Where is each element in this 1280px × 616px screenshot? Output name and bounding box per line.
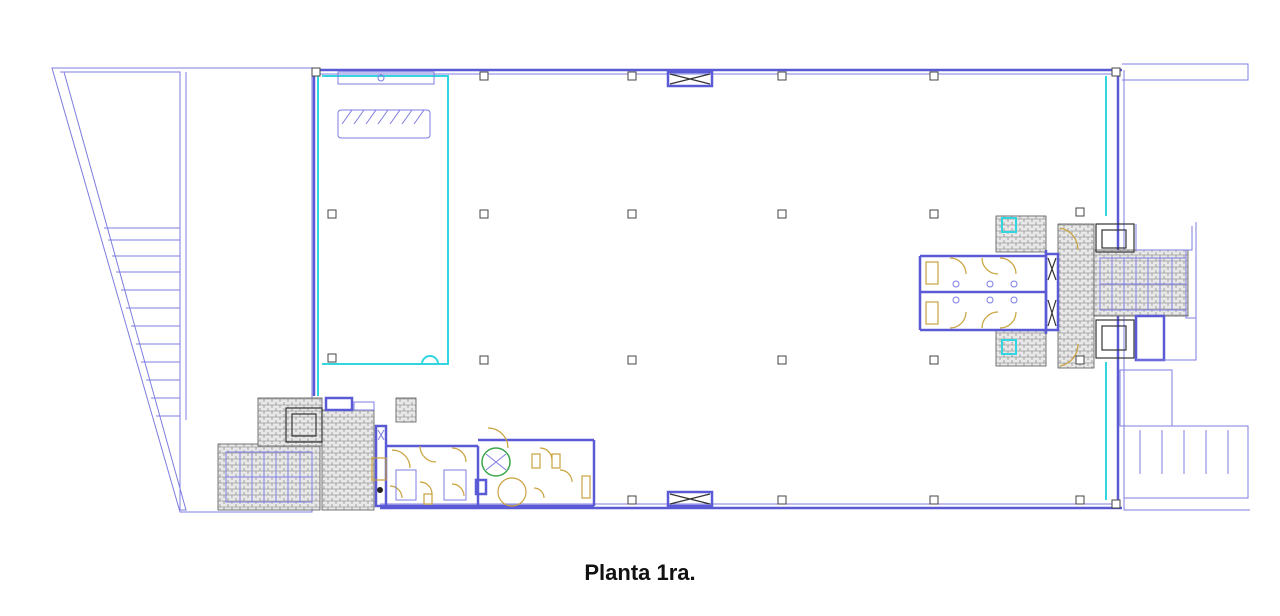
left-ramp-area (51, 67, 313, 513)
column-grid (327, 71, 1085, 505)
plan-caption: Planta 1ra. (584, 560, 696, 585)
enclosed-hall (322, 71, 449, 365)
right-exterior-strip (1119, 63, 1250, 511)
ramp-steps (104, 227, 180, 417)
left-service-core (217, 396, 596, 511)
shafts (666, 70, 714, 508)
right-service-core (918, 207, 1197, 369)
main-envelope (311, 67, 1122, 510)
